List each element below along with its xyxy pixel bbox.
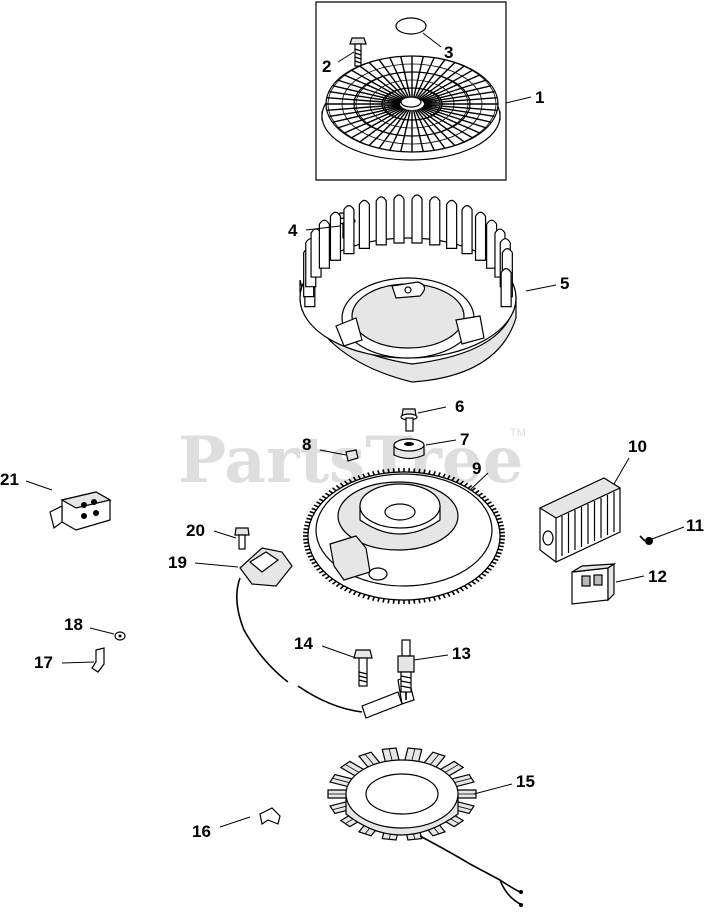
watermark-trademark: TM — [510, 427, 526, 439]
part-3-decal[interactable] — [395, 17, 427, 35]
leader-lines — [25, 32, 685, 828]
fan-blade — [461, 205, 473, 255]
callout-18[interactable]: 18 — [64, 615, 83, 634]
fan-blade — [446, 199, 458, 250]
callout-5[interactable]: 5 — [560, 274, 569, 293]
callout-15[interactable]: 15 — [516, 772, 535, 791]
part-16-clip[interactable] — [259, 807, 281, 825]
callout-10[interactable]: 10 — [628, 437, 647, 456]
fan-blade — [375, 196, 387, 246]
callout-13[interactable]: 13 — [452, 644, 471, 663]
part-11-screw[interactable] — [639, 535, 653, 545]
fan-blade — [343, 205, 355, 255]
part-5-fan[interactable] — [299, 194, 517, 383]
part-9-flywheel[interactable] — [303, 468, 505, 604]
callout-20[interactable]: 20 — [186, 521, 205, 540]
part-13-spark-plug[interactable] — [397, 639, 415, 700]
callout-6[interactable]: 6 — [455, 397, 464, 416]
fan-blade — [318, 219, 330, 269]
callout-7[interactable]: 7 — [460, 430, 469, 449]
part-8-key[interactable] — [345, 449, 359, 462]
fan-blade — [500, 268, 512, 308]
fan-blade — [429, 196, 441, 246]
part-15-stator[interactable] — [327, 747, 523, 907]
part-1-rotating-screen[interactable] — [321, 55, 501, 161]
callout-19[interactable]: 19 — [168, 553, 187, 572]
callout-4[interactable]: 4 — [288, 221, 298, 240]
fan-blade — [474, 211, 487, 261]
callout-21[interactable]: 21 — [0, 470, 19, 489]
fan-blade — [358, 199, 370, 250]
part-21-connector[interactable] — [49, 491, 112, 531]
callout-16[interactable]: 16 — [192, 822, 211, 841]
part-7-spacer[interactable] — [393, 438, 425, 460]
fan-blade — [393, 194, 405, 244]
part-17-clip[interactable] — [91, 647, 105, 673]
part-14-bolt[interactable] — [353, 649, 373, 687]
fan-blade — [329, 211, 342, 261]
callout-14[interactable]: 14 — [294, 634, 313, 653]
callout-9[interactable]: 9 — [472, 459, 481, 478]
callout-3[interactable]: 3 — [444, 43, 453, 62]
callout-11[interactable]: 11 — [686, 516, 704, 535]
part-12-connector[interactable] — [571, 562, 617, 605]
part-6-screw[interactable] — [400, 408, 418, 432]
part-18-washer[interactable] — [114, 631, 126, 641]
part-10-rectifier-regulator[interactable] — [538, 477, 622, 563]
part-20-screw[interactable] — [234, 527, 250, 550]
fan-blade — [486, 219, 498, 269]
fan-blade — [411, 194, 423, 244]
part-2-screw[interactable] — [349, 37, 367, 67]
part-1-group-frame — [315, 1, 507, 181]
callout-8[interactable]: 8 — [302, 435, 311, 454]
callout-1[interactable]: 1 — [535, 88, 544, 107]
callout-12[interactable]: 12 — [648, 567, 667, 586]
callout-labels: 1 2 3 4 5 6 7 8 9 10 11 12 13 14 15 16 1… — [0, 43, 704, 841]
callout-2[interactable]: 2 — [322, 57, 331, 76]
callout-17[interactable]: 17 — [34, 653, 53, 672]
